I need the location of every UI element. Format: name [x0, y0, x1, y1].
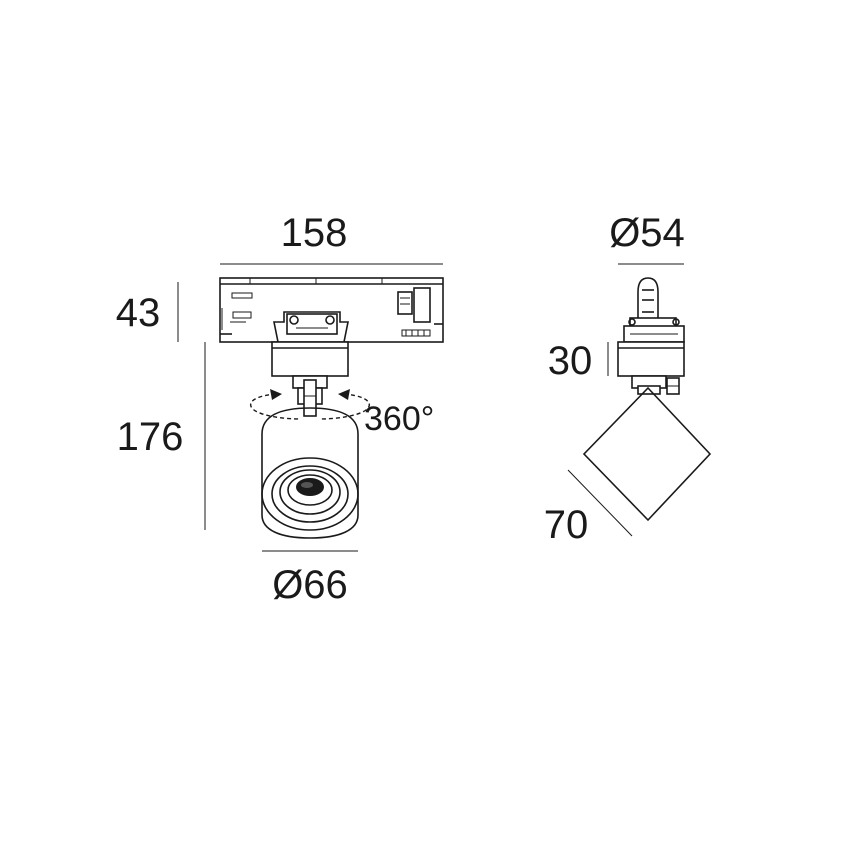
side-head	[582, 386, 712, 522]
side-adapter-height-dimension: 30	[548, 339, 609, 383]
rotation-indicator: 360°	[249, 389, 434, 438]
width-dimension: 158	[220, 211, 443, 265]
total-height-label: 176	[117, 415, 184, 459]
head-diameter-label: Ø66	[272, 563, 348, 607]
side-diameter-label: Ø54	[609, 211, 685, 255]
track-adapter	[219, 277, 444, 343]
side-connector	[617, 341, 685, 395]
side-adapter-height-label: 30	[548, 339, 593, 383]
side-view: Ø54 30	[544, 211, 712, 547]
side-diameter-dimension: Ø54	[609, 211, 685, 265]
side-adapter	[623, 277, 685, 343]
side-head-dimension: 70	[544, 469, 633, 547]
spot-head	[261, 407, 359, 539]
head-diameter-dimension: Ø66	[262, 550, 358, 607]
width-dimension-label: 158	[281, 211, 348, 255]
total-height-dimension: 176	[117, 342, 206, 530]
adapter-height-dimension: 43	[116, 282, 179, 342]
side-head-label: 70	[544, 503, 589, 547]
adapter-height-label: 43	[116, 291, 161, 335]
connector	[271, 341, 349, 417]
front-view: 158 43 176	[116, 211, 444, 607]
rotation-label: 360°	[364, 400, 434, 438]
